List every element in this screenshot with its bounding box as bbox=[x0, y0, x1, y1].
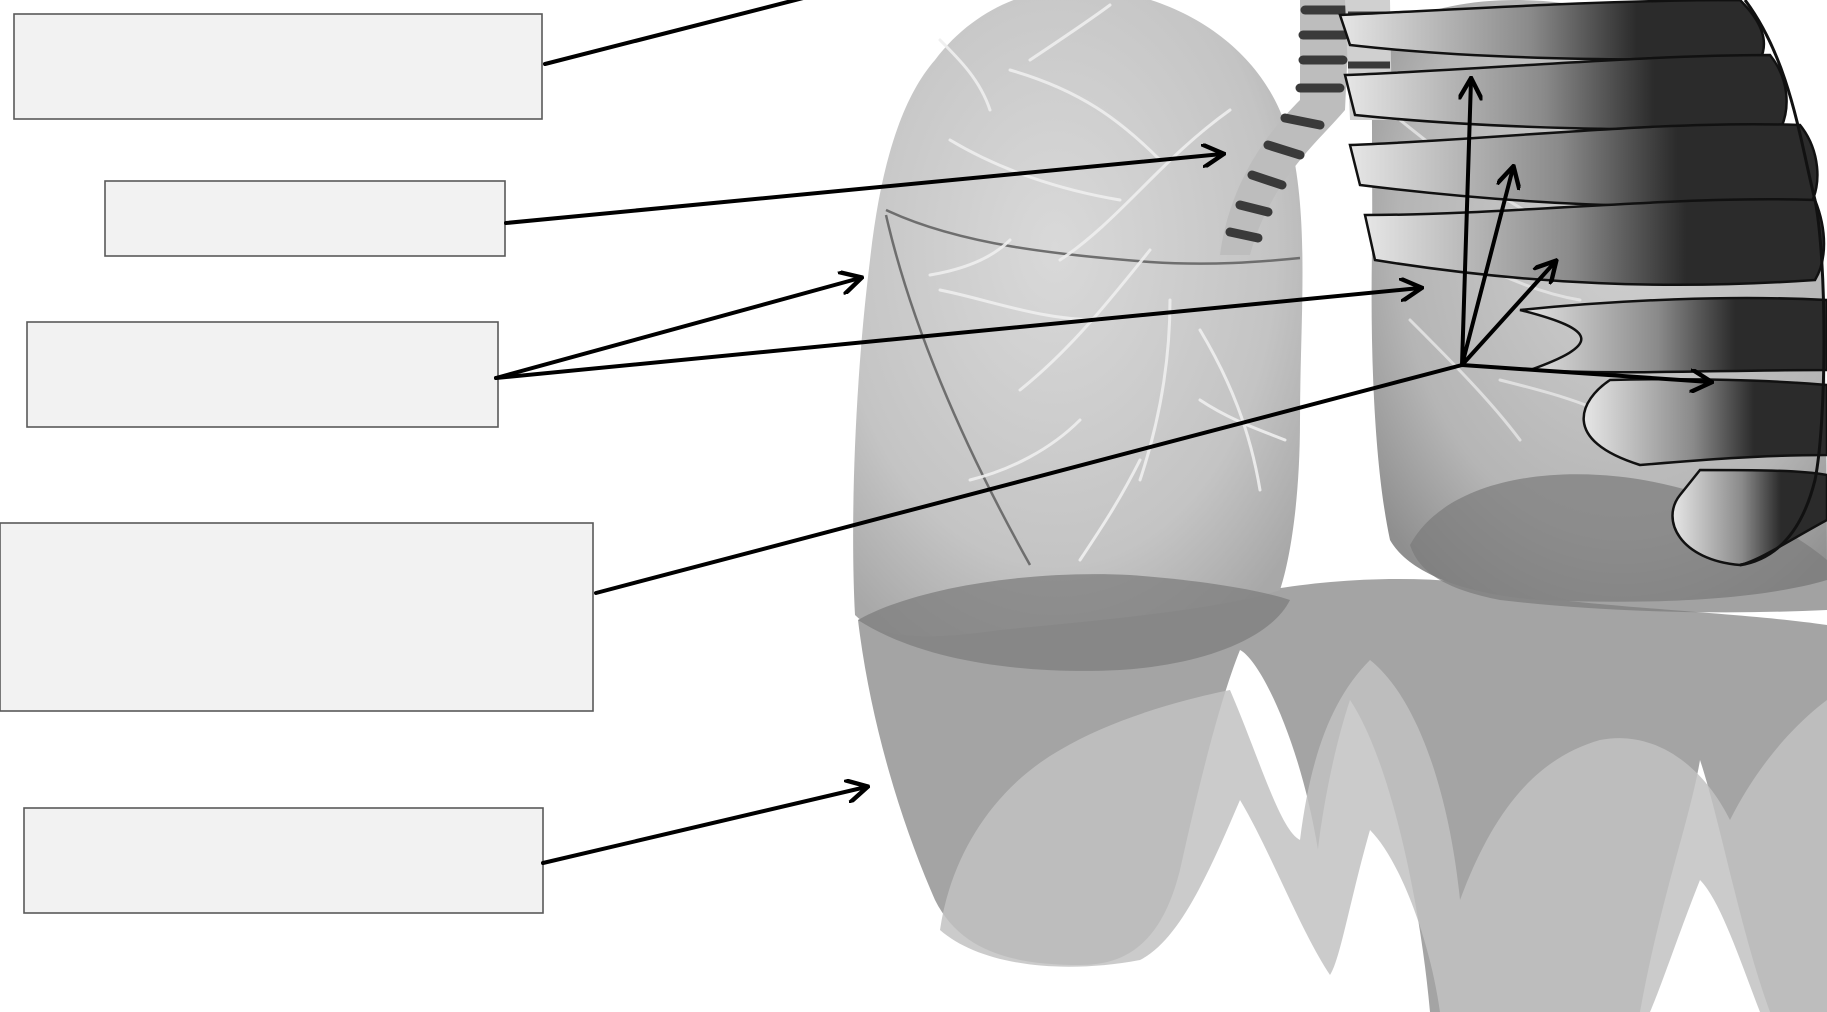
label-box-2[interactable] bbox=[105, 181, 505, 256]
rib-6 bbox=[1584, 379, 1827, 465]
label-boxes bbox=[0, 14, 593, 913]
leader-line-1 bbox=[545, 0, 815, 64]
leader-arrow-3a bbox=[496, 278, 860, 378]
lung-illustration bbox=[853, 0, 1827, 1012]
rib-1 bbox=[1340, 0, 1764, 60]
label-box-1[interactable] bbox=[14, 14, 542, 119]
label-box-3[interactable] bbox=[27, 322, 498, 427]
leader-arrow-5 bbox=[543, 787, 866, 863]
label-box-5[interactable] bbox=[24, 808, 543, 913]
label-box-4[interactable] bbox=[0, 523, 593, 711]
